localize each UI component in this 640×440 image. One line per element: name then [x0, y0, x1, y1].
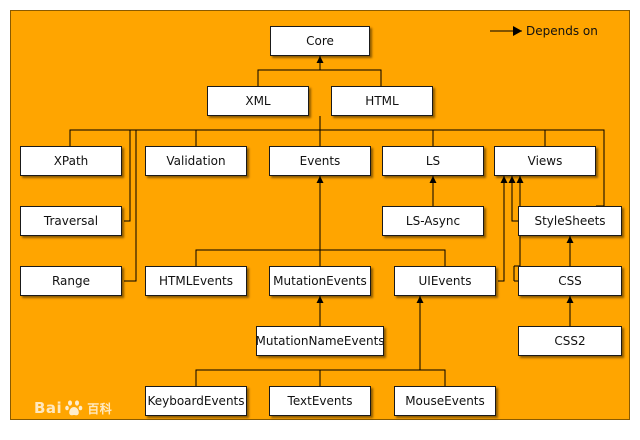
legend: Depends on	[489, 21, 598, 41]
node-events: Events	[269, 146, 371, 176]
node-xml: XML	[207, 86, 309, 116]
node-ui-events: UIEvents	[394, 266, 496, 296]
baidu-baike-watermark: Bai 百科	[34, 398, 112, 418]
node-views: Views	[494, 146, 596, 176]
node-mouse-events: MouseEvents	[394, 386, 496, 416]
node-mutation-events: MutationEvents	[269, 266, 371, 296]
node-mutation-name-events: MutationNameEvents	[255, 326, 385, 356]
node-ls-async: LS-Async	[382, 206, 484, 236]
node-ls: LS	[382, 146, 484, 176]
paw-logo-icon	[65, 400, 83, 416]
node-core: Core	[270, 26, 370, 56]
node-stylesheets: StyleSheets	[518, 206, 622, 236]
node-xpath: XPath	[20, 146, 122, 176]
node-css2: CSS2	[518, 326, 622, 356]
legend-label: Depends on	[526, 24, 598, 38]
node-html-events: HTMLEvents	[145, 266, 247, 296]
node-html: HTML	[331, 86, 433, 116]
node-keyboard-events: KeyboardEvents	[145, 386, 247, 416]
node-range: Range	[20, 266, 122, 296]
node-traversal: Traversal	[20, 206, 122, 236]
depends-on-arrow-icon	[490, 26, 522, 36]
node-css: CSS	[518, 266, 622, 296]
node-text-events: TextEvents	[269, 386, 371, 416]
node-validation: Validation	[145, 146, 247, 176]
watermark-brand-latin: Bai	[34, 399, 63, 417]
watermark-brand-cn: 百科	[87, 401, 113, 416]
